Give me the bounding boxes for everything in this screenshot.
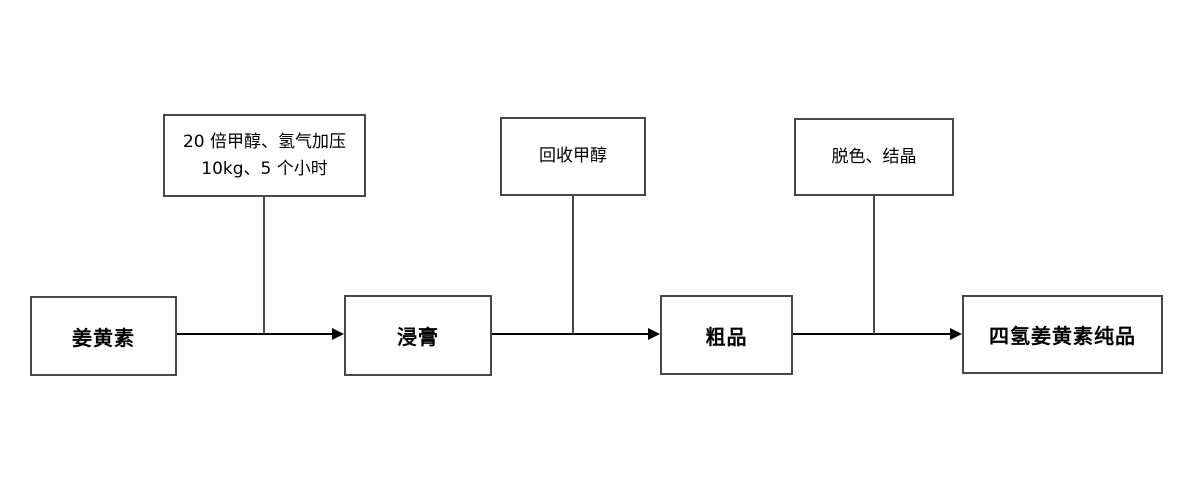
process-box-curcumin: 姜黄素 bbox=[30, 296, 177, 376]
arrowhead-icon bbox=[950, 328, 962, 340]
arrow-crude-to-pure bbox=[793, 333, 951, 335]
process-label: 粗品 bbox=[705, 324, 748, 349]
annotation-label: 回收甲醇 bbox=[539, 146, 607, 167]
annotation-label: 20 倍甲醇、氢气加压 10kg、5 个小时 bbox=[182, 132, 347, 179]
connector-hydrogenation-to-arrow bbox=[263, 197, 265, 334]
process-box-extract: 浸膏 bbox=[344, 295, 492, 376]
connector-methanol-recovery-to-arrow bbox=[572, 196, 574, 334]
annotation-box-hydrogenation-conditions: 20 倍甲醇、氢气加压 10kg、5 个小时 bbox=[163, 114, 366, 197]
process-label: 四氢姜黄素纯品 bbox=[989, 324, 1136, 348]
connector-decolor-to-arrow bbox=[873, 196, 875, 334]
annotation-box-decolor-crystallize: 脱色、结晶 bbox=[794, 118, 954, 196]
process-label: 姜黄素 bbox=[72, 325, 135, 350]
process-label: 浸膏 bbox=[397, 325, 439, 349]
arrowhead-icon bbox=[332, 328, 344, 340]
arrow-curcumin-to-extract bbox=[177, 333, 333, 335]
process-box-pure-product: 四氢姜黄素纯品 bbox=[962, 295, 1163, 374]
annotation-label: 脱色、结晶 bbox=[831, 146, 917, 167]
arrowhead-icon bbox=[648, 328, 660, 340]
arrow-extract-to-crude bbox=[492, 333, 649, 335]
process-box-crude-product: 粗品 bbox=[660, 295, 793, 375]
annotation-box-methanol-recovery: 回收甲醇 bbox=[500, 117, 646, 196]
